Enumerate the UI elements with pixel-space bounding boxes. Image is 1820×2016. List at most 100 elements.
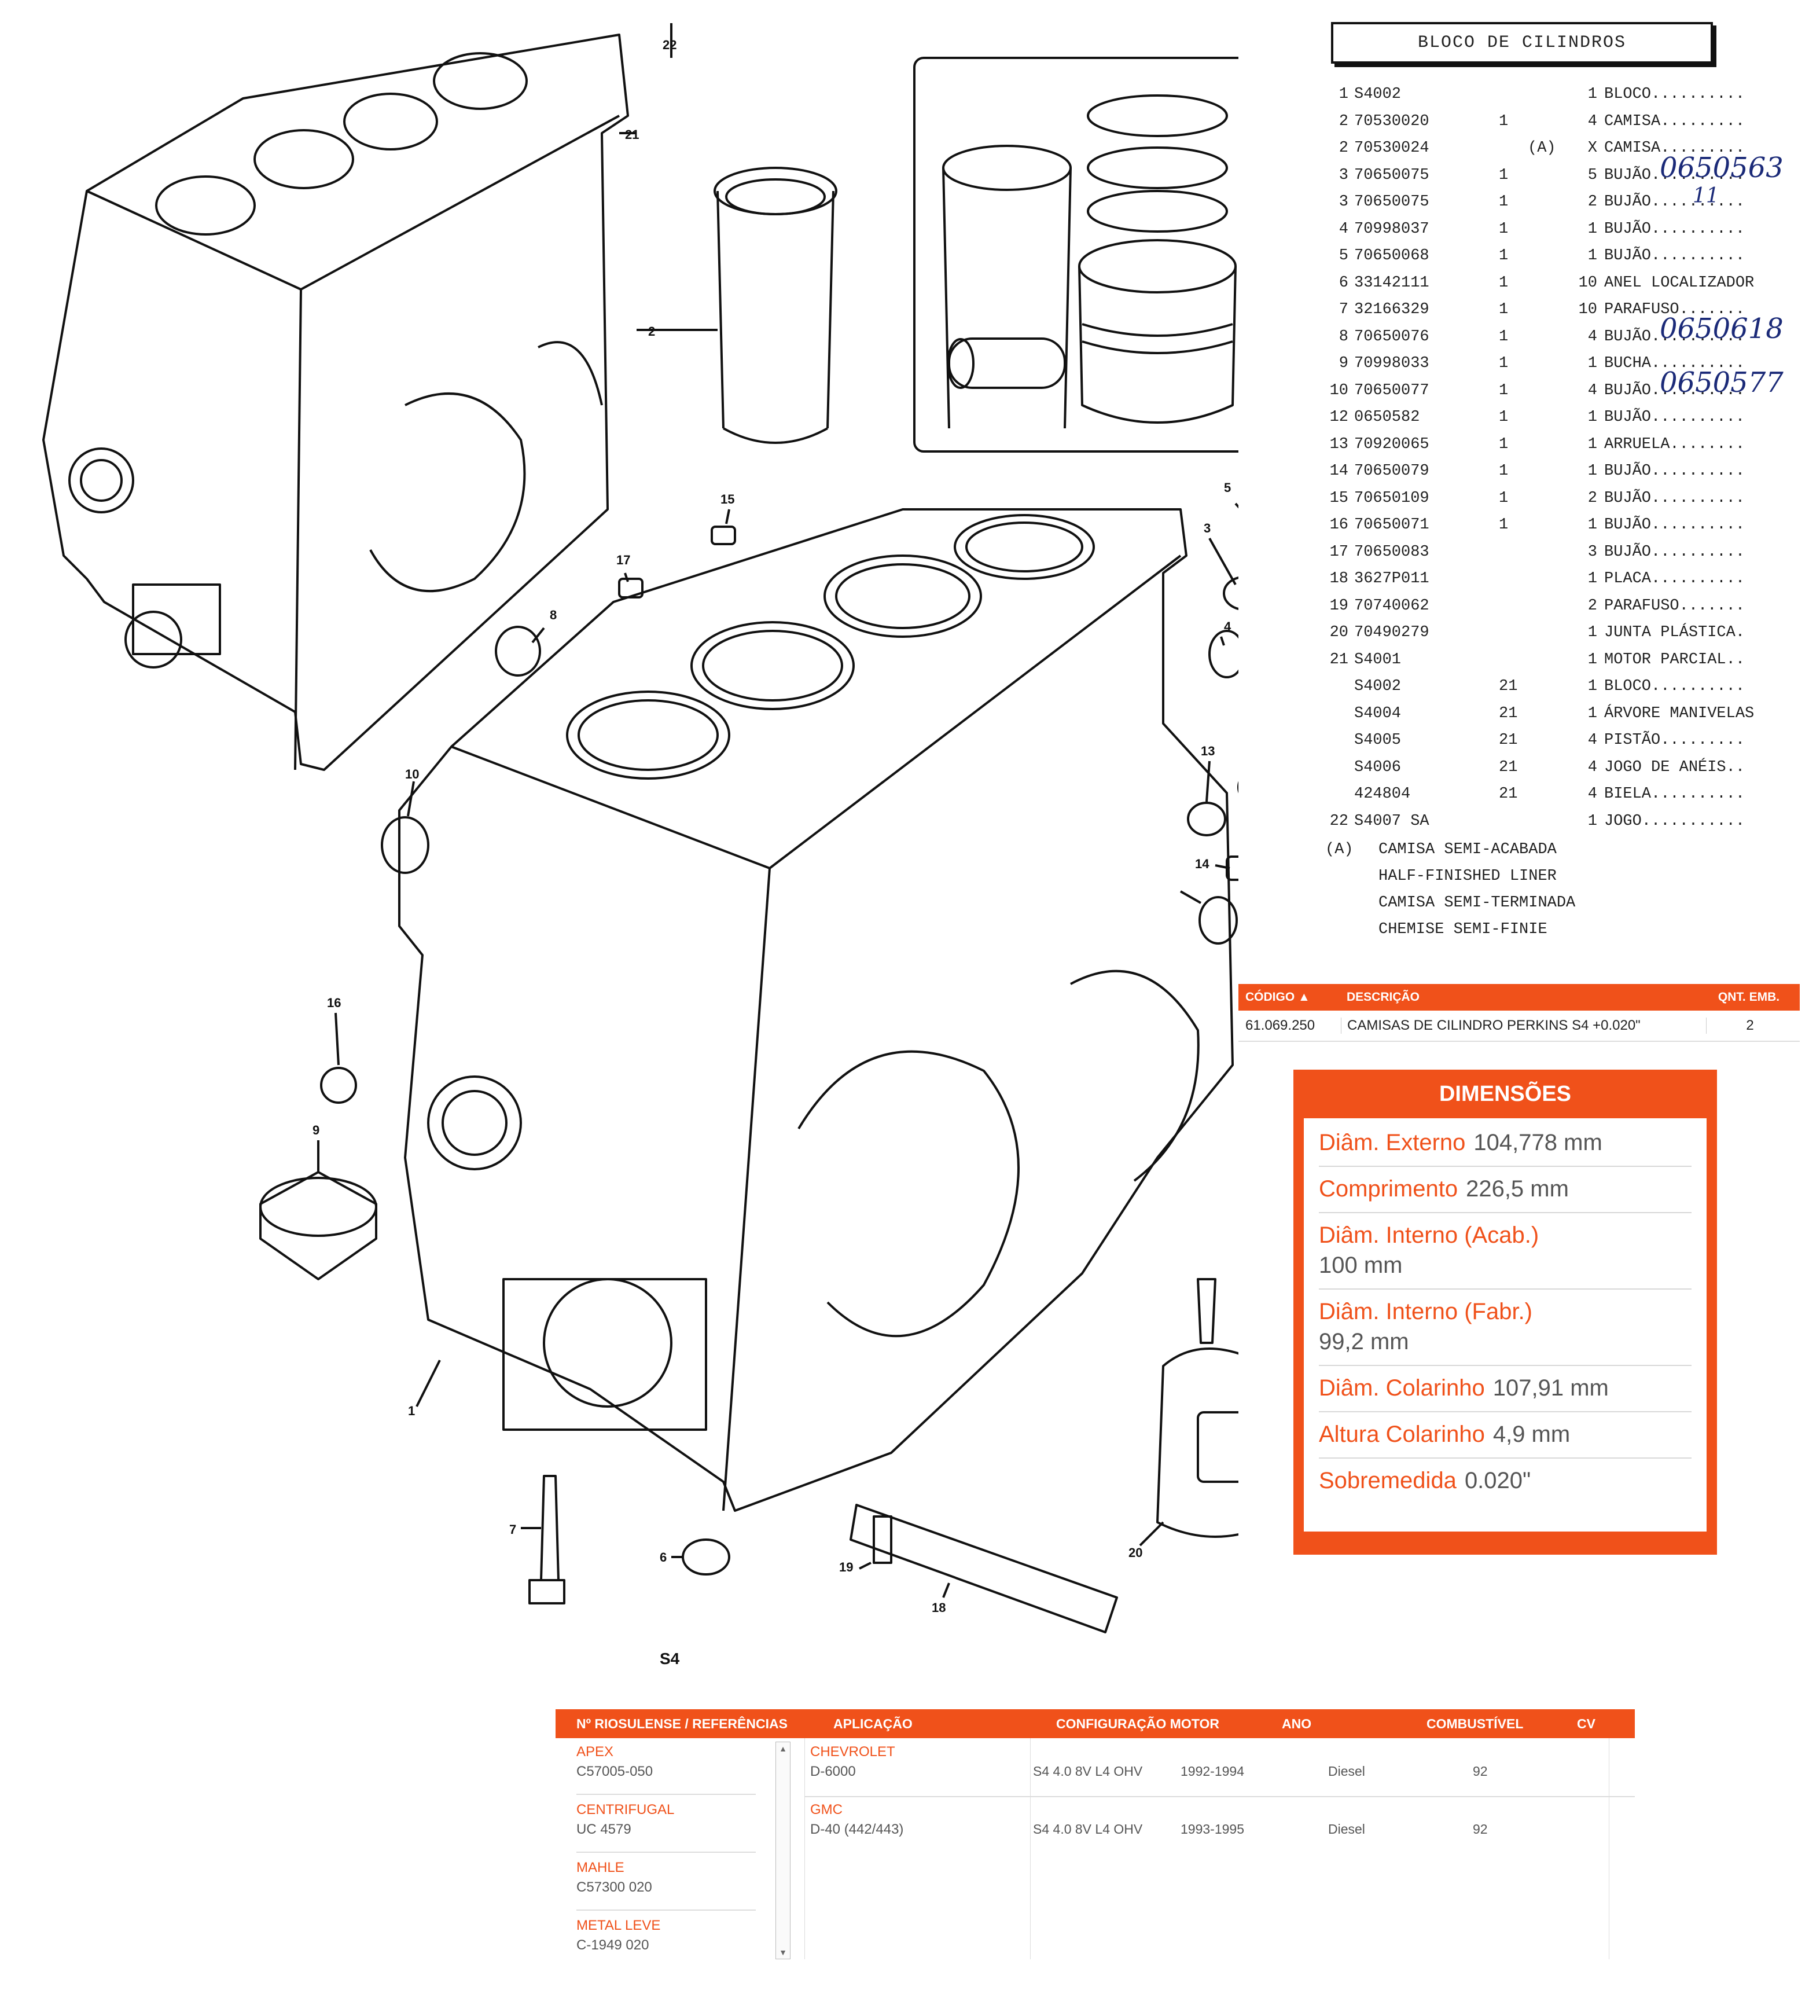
application-model: D-40 (442/443)	[810, 1822, 904, 1837]
references-column-header: Nº RIOSULENSE / REFERÊNCIAS	[576, 1716, 788, 1731]
dimension-label: Diâm. Interno (Fabr.)	[1319, 1299, 1533, 1324]
reference-maker: CENTRIFUGAL	[576, 1802, 675, 1817]
part-qty: 1	[1587, 704, 1597, 722]
reference-maker: METAL LEVE	[576, 1918, 661, 1933]
dimension-row: Diâm. Interno (Fabr.)99,2 mm	[1319, 1290, 1692, 1366]
part-no: 22	[1329, 812, 1348, 830]
part-desc: BUJÃO..........	[1604, 489, 1745, 507]
part-desc: BUJÃO..........	[1604, 409, 1745, 426]
part-desc: BLOCO..........	[1604, 678, 1745, 695]
part-qty: 1	[1587, 462, 1597, 480]
part-desc: BUCHA..........	[1604, 355, 1745, 372]
product-table-header: CÓDIGO ▲ DESCRIÇÃO QNT. EMB.	[1238, 984, 1800, 1011]
exploded-engine-diagram: 22 2 21 15 17 8 5 3 4 10 12 13 14 16 9 1…	[42, 23, 1238, 1668]
note-line: CHEMISE SEMI-FINIE	[1378, 921, 1547, 938]
dimension-value: 107,91 mm	[1492, 1375, 1609, 1401]
part-code: 70998033	[1354, 355, 1429, 372]
callout-15: 14	[1195, 857, 1209, 871]
applications-table: Nº RIOSULENSE / REFERÊNCIAS APLICAÇÃO CO…	[556, 1709, 1635, 1959]
engine-model-label: S4	[660, 1650, 680, 1668]
handwritten-note-2: 11	[1693, 184, 1719, 208]
dimension-label: Diâm. Colarinho	[1319, 1375, 1485, 1401]
application-column-header: APLICAÇÃO	[833, 1716, 913, 1731]
part-qty: 1	[1587, 812, 1597, 830]
part-no: 8	[1339, 328, 1348, 346]
horsepower: 92	[1473, 1764, 1488, 1779]
product-quantity: 2	[1746, 1018, 1754, 1033]
part-no: 12	[1329, 409, 1348, 426]
parts-list-title: BLOCO DE CILINDROS	[1331, 22, 1713, 64]
reference-item: APEX C57005-050	[576, 1738, 756, 1795]
code-column-header[interactable]: CÓDIGO ▲	[1245, 990, 1310, 1004]
callout-4: 4	[1224, 619, 1231, 634]
part-desc: ANEL LOCALIZADOR	[1604, 274, 1755, 292]
references-scrollbar[interactable]: ▲ ▼	[775, 1742, 790, 1959]
callout-6: 6	[660, 1550, 667, 1565]
applications-header: Nº RIOSULENSE / REFERÊNCIAS APLICAÇÃO CO…	[556, 1709, 1635, 1738]
part-no: 14	[1329, 462, 1348, 480]
reference-code: C-1949 020	[576, 1937, 649, 1953]
part-desc: JOGO DE ANÉIS..	[1604, 758, 1745, 776]
part-desc: PISTÃO.........	[1604, 732, 1745, 749]
scroll-up-icon[interactable]: ▲	[779, 1744, 787, 1753]
fuel: Diesel	[1328, 1822, 1365, 1837]
part-no: 4	[1339, 220, 1348, 238]
dimension-value: 100 mm	[1319, 1253, 1403, 1278]
engine-config-column-header: CONFIGURAÇÃO MOTOR	[1056, 1716, 1219, 1731]
part-code: 70650076	[1354, 328, 1429, 346]
part-desc: BUJÃO..........	[1604, 516, 1745, 534]
fuel-column-header: COMBUSTÍVEL	[1426, 1716, 1524, 1731]
part-code: 70740062	[1354, 597, 1429, 615]
part-qty: 1	[1587, 624, 1597, 641]
scroll-down-icon[interactable]: ▼	[779, 1948, 787, 1957]
part-qty: 5	[1587, 166, 1597, 184]
part-code: S4007 SA	[1354, 812, 1429, 830]
callout-18: 18	[932, 1600, 946, 1615]
handwritten-note-1: 0650563	[1660, 152, 1784, 184]
part-no: 21	[1329, 651, 1348, 669]
dimension-label: Comprimento	[1319, 1176, 1458, 1202]
part-code: 70650079	[1354, 462, 1429, 480]
engine-config: S4 4.0 8V L4 OHV	[1033, 1764, 1143, 1779]
part-desc: BUJÃO..........	[1604, 166, 1745, 184]
part-desc: CAMISA.........	[1604, 139, 1745, 157]
fuel: Diesel	[1328, 1764, 1365, 1779]
part-code: 70650077	[1354, 381, 1429, 399]
application-brand: CHEVROLET	[810, 1744, 895, 1760]
part-code: 70650109	[1354, 489, 1429, 507]
part-code: S4004	[1354, 704, 1402, 722]
part-qa: 1	[1499, 328, 1509, 346]
dimension-value: 4,9 mm	[1492, 1422, 1571, 1447]
part-qty: 10	[1578, 301, 1597, 318]
part-desc: BUJÃO..........	[1604, 328, 1745, 346]
part-code: 3627P011	[1354, 570, 1429, 587]
part-code: 32166329	[1354, 301, 1429, 318]
part-qty: 10	[1578, 274, 1597, 292]
references-list[interactable]: APEX C57005-050 CENTRIFUGAL UC 4579 MAHL…	[556, 1738, 805, 1959]
part-qa: 1	[1499, 247, 1509, 265]
part-qty: 4	[1587, 328, 1597, 346]
cv-column-header: CV	[1577, 1716, 1595, 1731]
part-no: 16	[1329, 516, 1348, 534]
part-qty: 1	[1587, 570, 1597, 587]
part-ref: (A)	[1528, 139, 1556, 157]
part-qa: 21	[1499, 758, 1518, 776]
callout-1: 1	[408, 1404, 415, 1418]
part-qty: 1	[1587, 516, 1597, 534]
part-desc: BUJÃO..........	[1604, 381, 1745, 399]
